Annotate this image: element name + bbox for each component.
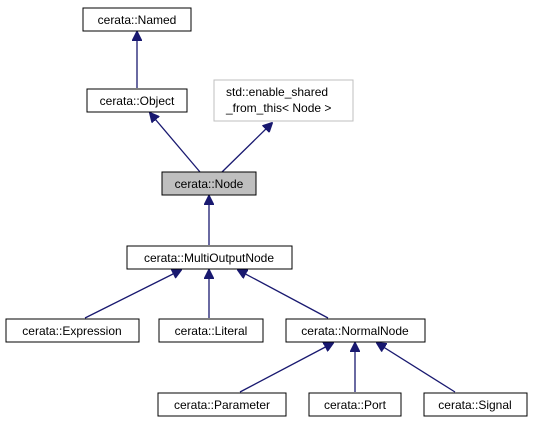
node-node-box[interactable] — [161, 171, 257, 196]
node-parameter[interactable]: cerata::Parameter — [157, 392, 287, 417]
node-signal-label: cerata::Signal — [438, 398, 511, 412]
edge-expression-to-multi-output-node — [84, 270, 181, 319]
node-port[interactable]: cerata::Port — [308, 392, 402, 417]
node-node-label: cerata::Node — [175, 177, 244, 191]
node-enable-shared-line1: std::enable_shared — [226, 85, 328, 99]
edge-normal-node-to-multi-output-node — [238, 270, 329, 319]
node-enable-shared[interactable]: std::enable_shared _from_this< Node > — [213, 79, 354, 122]
node-parameter-label: cerata::Parameter — [174, 398, 270, 412]
node-literal-box[interactable] — [158, 318, 264, 343]
nodes-group: cerata::Named cerata::Object std::enable… — [5, 7, 528, 417]
node-normal-node-box[interactable] — [285, 318, 426, 343]
node-port-box[interactable] — [308, 392, 402, 417]
node-multi-output-node-label: cerata::MultiOutputNode — [144, 251, 274, 265]
node-literal[interactable]: cerata::Literal — [158, 318, 264, 343]
node-parameter-box[interactable] — [157, 392, 287, 417]
node-literal-label: cerata::Literal — [175, 324, 248, 338]
node-normal-node[interactable]: cerata::NormalNode — [285, 318, 426, 343]
node-signal-box[interactable] — [423, 392, 528, 417]
node-named[interactable]: cerata::Named — [82, 7, 192, 32]
edge-parameter-to-normal-node — [239, 343, 333, 393]
edges-group — [84, 32, 456, 393]
node-enable-shared-box[interactable] — [213, 79, 354, 122]
node-normal-node-label: cerata::NormalNode — [301, 324, 409, 338]
node-multi-output-node-box[interactable] — [126, 245, 293, 270]
node-object-label: cerata::Object — [100, 94, 175, 108]
node-signal[interactable]: cerata::Signal — [423, 392, 528, 417]
node-multi-output-node[interactable]: cerata::MultiOutputNode — [126, 245, 293, 270]
node-expression-box[interactable] — [5, 318, 140, 343]
node-expression[interactable]: cerata::Expression — [5, 318, 140, 343]
node-expression-label: cerata::Expression — [22, 324, 121, 338]
edge-signal-to-normal-node — [377, 343, 456, 393]
node-named-label: cerata::Named — [98, 13, 177, 27]
node-enable-shared-line2: _from_this< Node > — [225, 101, 331, 115]
node-node[interactable]: cerata::Node — [161, 171, 257, 196]
node-named-box[interactable] — [82, 7, 192, 32]
node-object[interactable]: cerata::Object — [86, 88, 188, 113]
edge-node-to-object — [150, 113, 201, 173]
node-port-label: cerata::Port — [324, 398, 387, 412]
edge-node-to-enable-shared — [221, 123, 272, 173]
node-object-box[interactable] — [86, 88, 188, 113]
